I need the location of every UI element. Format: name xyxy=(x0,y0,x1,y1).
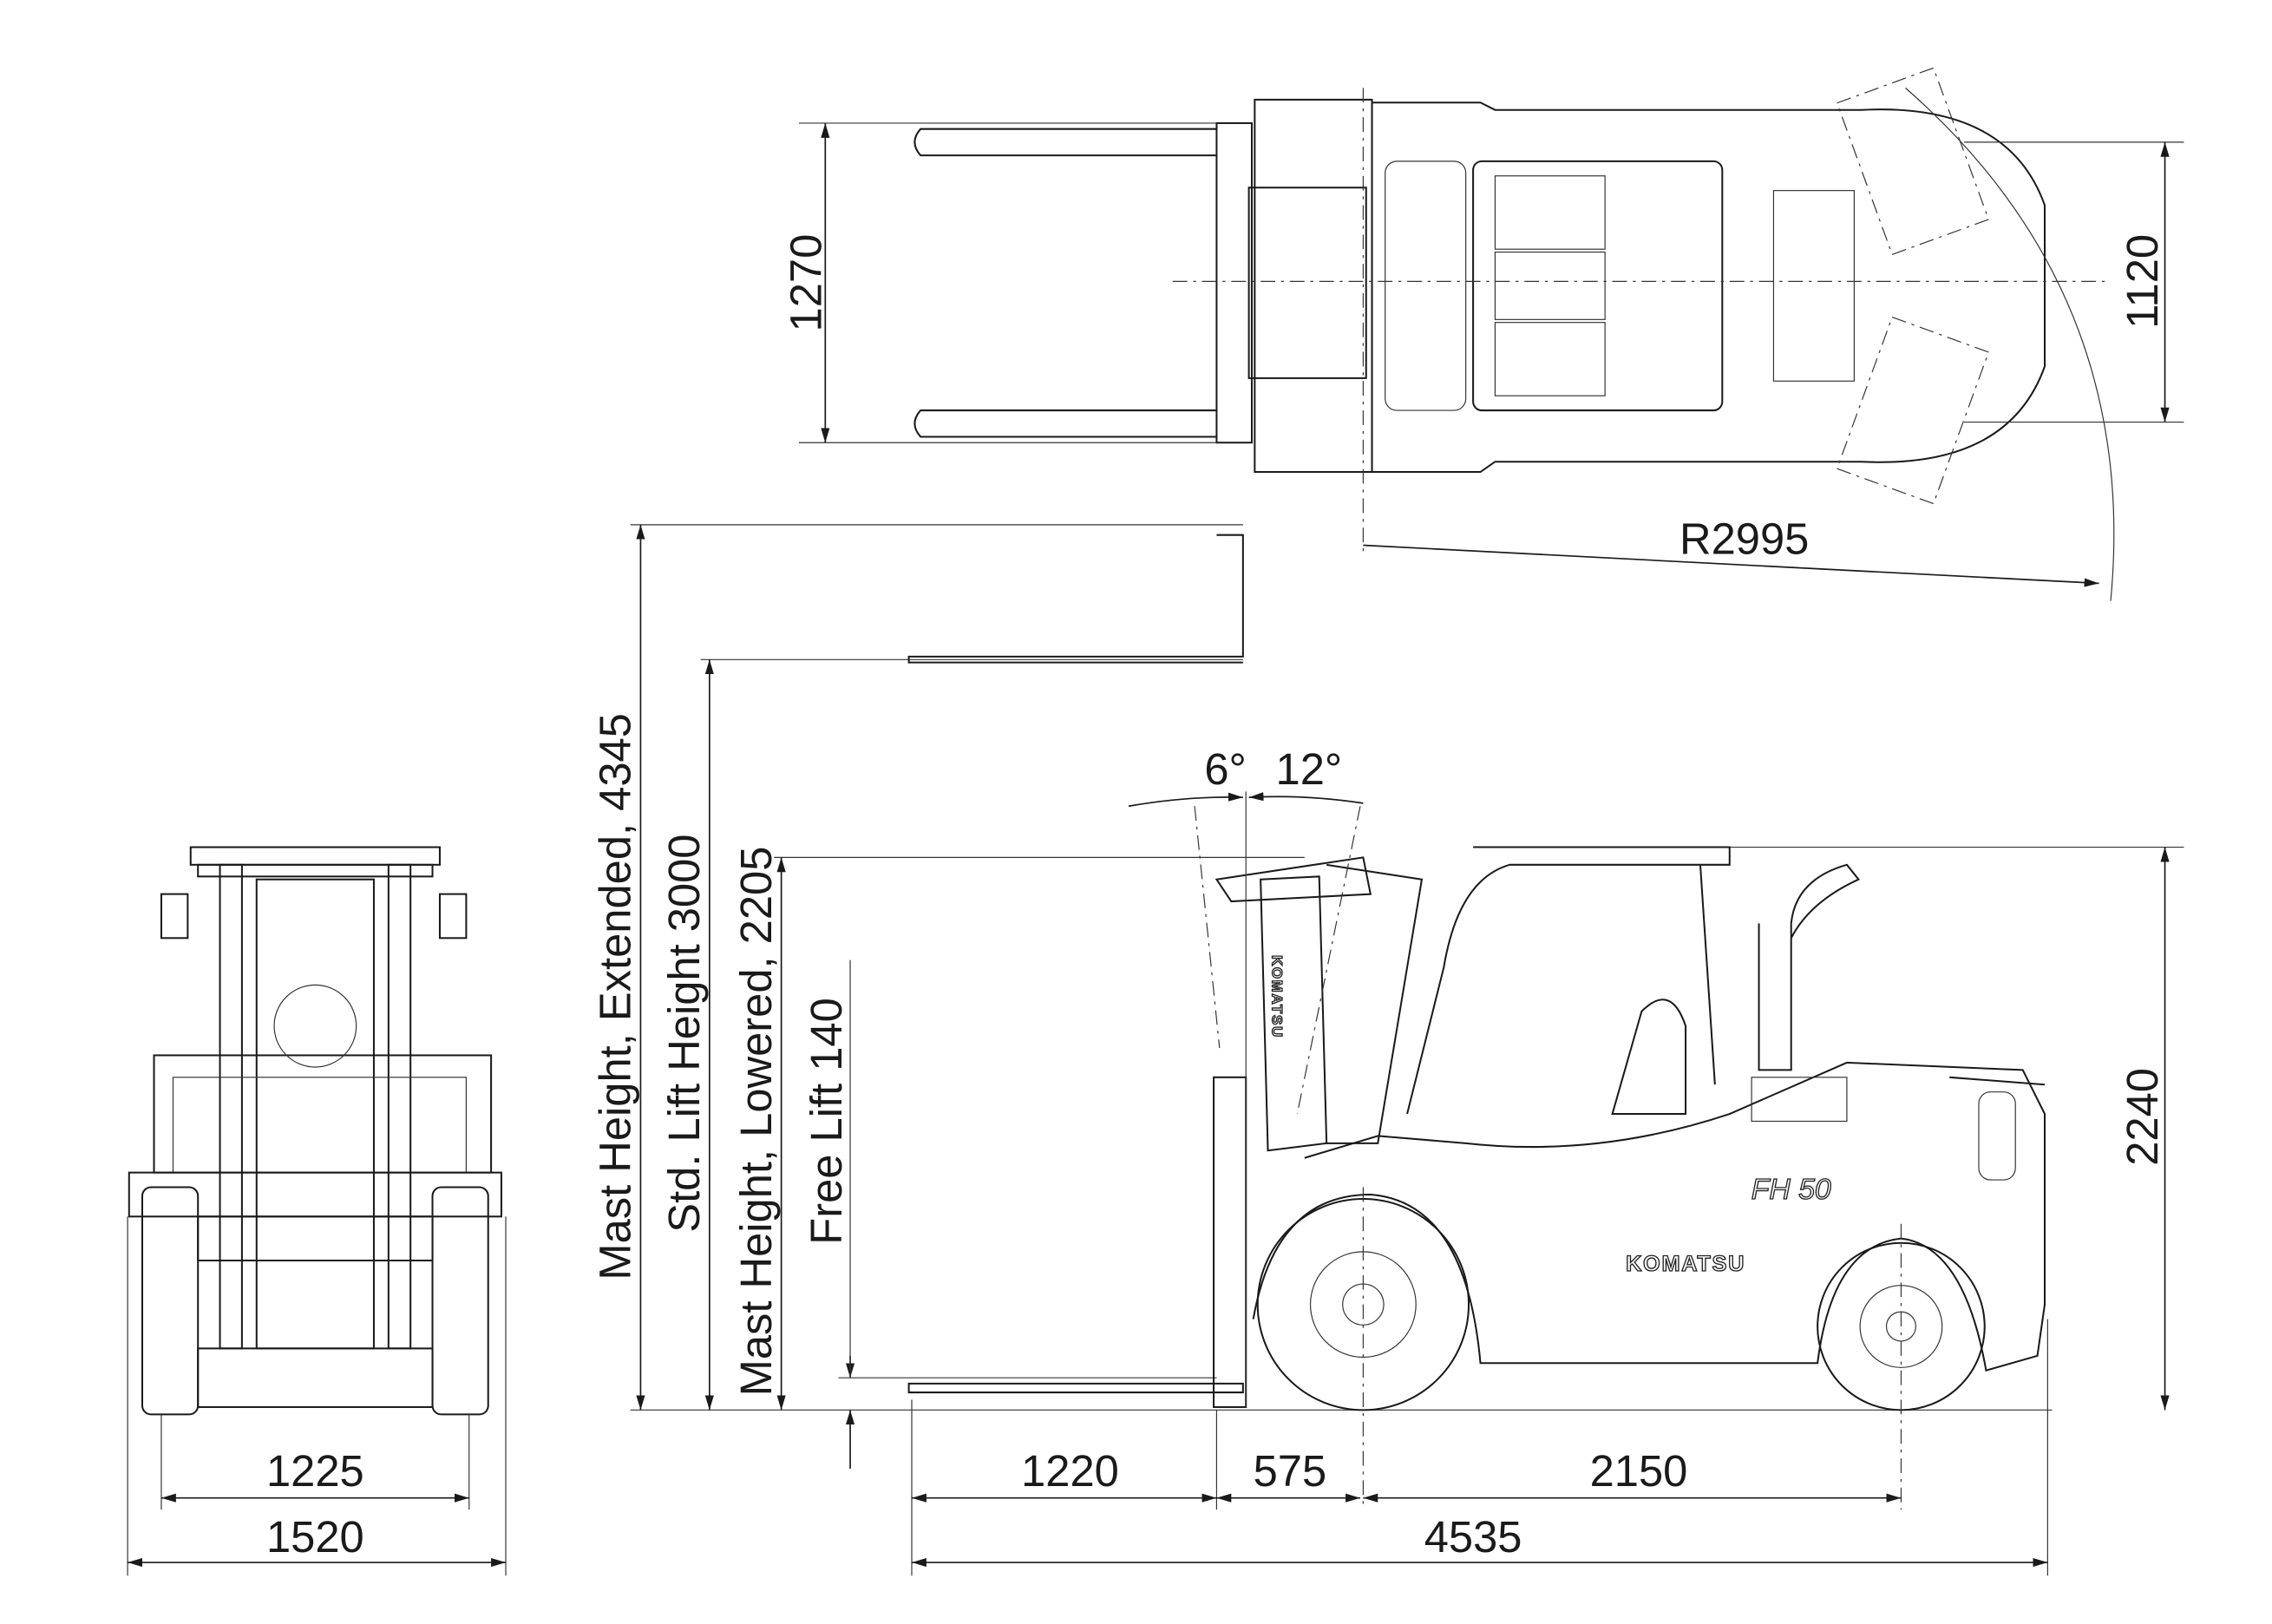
dim-radius-label: R2995 xyxy=(1679,514,1809,564)
dim-575-label: 575 xyxy=(1254,1446,1327,1496)
dim-1225-label: 1225 xyxy=(266,1446,364,1496)
side-view: KOMATSU FH 50 KOMATSU 6° 12° Mast Height… xyxy=(591,524,2184,1576)
dim-radius-line xyxy=(1363,544,2099,587)
dim-1220-label: 1220 xyxy=(1021,1446,1119,1496)
dim-1120-label: 1120 xyxy=(2118,234,2167,329)
top-forks xyxy=(913,121,1253,444)
tilt-forward-label: 6° xyxy=(1204,744,1246,794)
front-view: 1225 1520 xyxy=(127,846,507,1576)
top-view: 1270 1120 R2995 xyxy=(781,67,2184,601)
komatsu-logo: KOMATSU xyxy=(1626,1252,1745,1276)
top-body xyxy=(798,67,2184,601)
dim-1270-label: 1270 xyxy=(781,234,830,332)
model-badge: FH 50 xyxy=(1751,1173,1831,1206)
dim-2150-label: 2150 xyxy=(1590,1446,1688,1496)
tilt-back-arc xyxy=(1248,792,1364,804)
dim-std-lift-label: Std. Lift Height 3000 xyxy=(659,835,709,1233)
front-right-tire xyxy=(431,1186,489,1416)
dim-mast-lowered-label: Mast Height, Lowered, 2205 xyxy=(731,847,781,1397)
tilt-back-label: 12° xyxy=(1276,744,1343,794)
dim-2240-label: 2240 xyxy=(2118,1068,2167,1166)
tilt-forward-arc xyxy=(1128,792,1243,808)
dim-free-lift-label: Free Lift 140 xyxy=(802,998,851,1244)
front-left-tire xyxy=(141,1186,200,1416)
dim-mast-extended-label: Mast Height, Extended, 4345 xyxy=(591,713,640,1280)
dim-4535-label: 4535 xyxy=(1424,1512,1522,1562)
mast-logo: KOMATSU xyxy=(1269,955,1286,1038)
dim-1520-label: 1520 xyxy=(266,1512,364,1562)
